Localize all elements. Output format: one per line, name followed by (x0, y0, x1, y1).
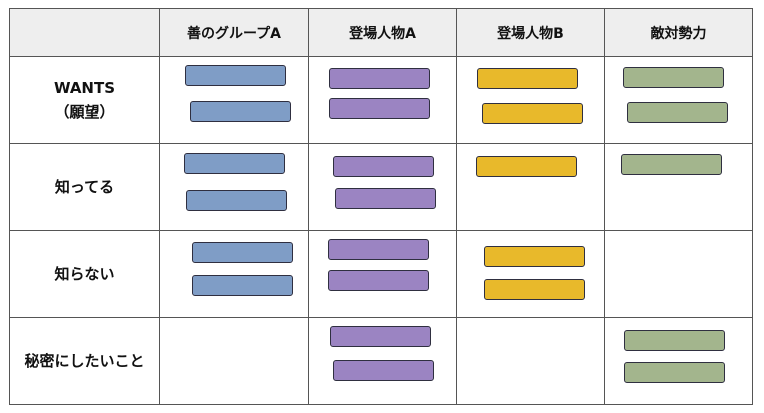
column-header-enemy-force: 敵対勢力 (604, 8, 753, 57)
note-bar[interactable] (476, 156, 577, 177)
cell-does-not-know-character-a (308, 230, 457, 318)
row-label-knows: 知ってる (54, 178, 115, 196)
header-row: 善のグループA 登場人物A 登場人物B 敵対勢力 (9, 8, 753, 57)
cell-secrets-enemy-force (604, 317, 753, 405)
cell-wants-enemy-force (604, 56, 753, 144)
cell-does-not-know-enemy-force (604, 230, 753, 318)
note-bar[interactable] (186, 190, 287, 211)
cell-does-not-know-character-b (456, 230, 605, 318)
cell-wants-group-a (159, 56, 309, 144)
row-secrets: 秘密にしたいこと (9, 317, 753, 405)
note-bar[interactable] (333, 156, 434, 177)
row-sublabel-wants: （願望） (54, 103, 115, 121)
row-knows: 知ってる (9, 143, 753, 231)
cell-knows-character-b (456, 143, 605, 231)
row-label-wants: WANTS (53, 79, 116, 97)
row-wants: WANTS （願望） (9, 56, 753, 144)
cell-wants-character-a (308, 56, 457, 144)
note-bar[interactable] (627, 102, 728, 123)
note-bar[interactable] (484, 246, 585, 267)
note-bar[interactable] (335, 188, 436, 209)
note-bar[interactable] (190, 101, 291, 122)
note-bar[interactable] (621, 154, 722, 175)
column-header-character-b: 登場人物B (456, 8, 605, 57)
note-bar[interactable] (482, 103, 583, 124)
cell-secrets-character-b (456, 317, 605, 405)
cell-knows-group-a (159, 143, 309, 231)
header-corner (9, 8, 160, 57)
row-label-does-not-know: 知らない (54, 265, 115, 283)
note-bar[interactable] (624, 330, 725, 351)
row-header-does-not-know: 知らない (9, 230, 160, 318)
column-header-character-a: 登場人物A (308, 8, 457, 57)
note-bar[interactable] (624, 362, 725, 383)
row-header-secrets: 秘密にしたいこと (9, 317, 160, 405)
note-bar[interactable] (184, 153, 285, 174)
note-bar[interactable] (185, 65, 286, 86)
cell-secrets-group-a (159, 317, 309, 405)
note-bar[interactable] (328, 239, 429, 260)
cell-secrets-character-a (308, 317, 457, 405)
note-bar[interactable] (192, 242, 293, 263)
note-bar[interactable] (333, 360, 434, 381)
note-bar[interactable] (477, 68, 578, 89)
cell-wants-character-b (456, 56, 605, 144)
character-matrix-table: 善のグループA 登場人物A 登場人物B 敵対勢力 WANTS （願望） (9, 8, 753, 405)
note-bar[interactable] (192, 275, 293, 296)
column-header-group-a: 善のグループA (159, 8, 309, 57)
note-bar[interactable] (484, 279, 585, 300)
cell-knows-enemy-force (604, 143, 753, 231)
row-header-knows: 知ってる (9, 143, 160, 231)
note-bar[interactable] (330, 326, 431, 347)
note-bar[interactable] (623, 67, 724, 88)
note-bar[interactable] (329, 98, 430, 119)
row-label-secrets: 秘密にしたいこと (24, 352, 145, 370)
note-bar[interactable] (328, 270, 429, 291)
cell-knows-character-a (308, 143, 457, 231)
row-does-not-know: 知らない (9, 230, 753, 318)
note-bar[interactable] (329, 68, 430, 89)
cell-does-not-know-group-a (159, 230, 309, 318)
row-header-wants: WANTS （願望） (9, 56, 160, 144)
